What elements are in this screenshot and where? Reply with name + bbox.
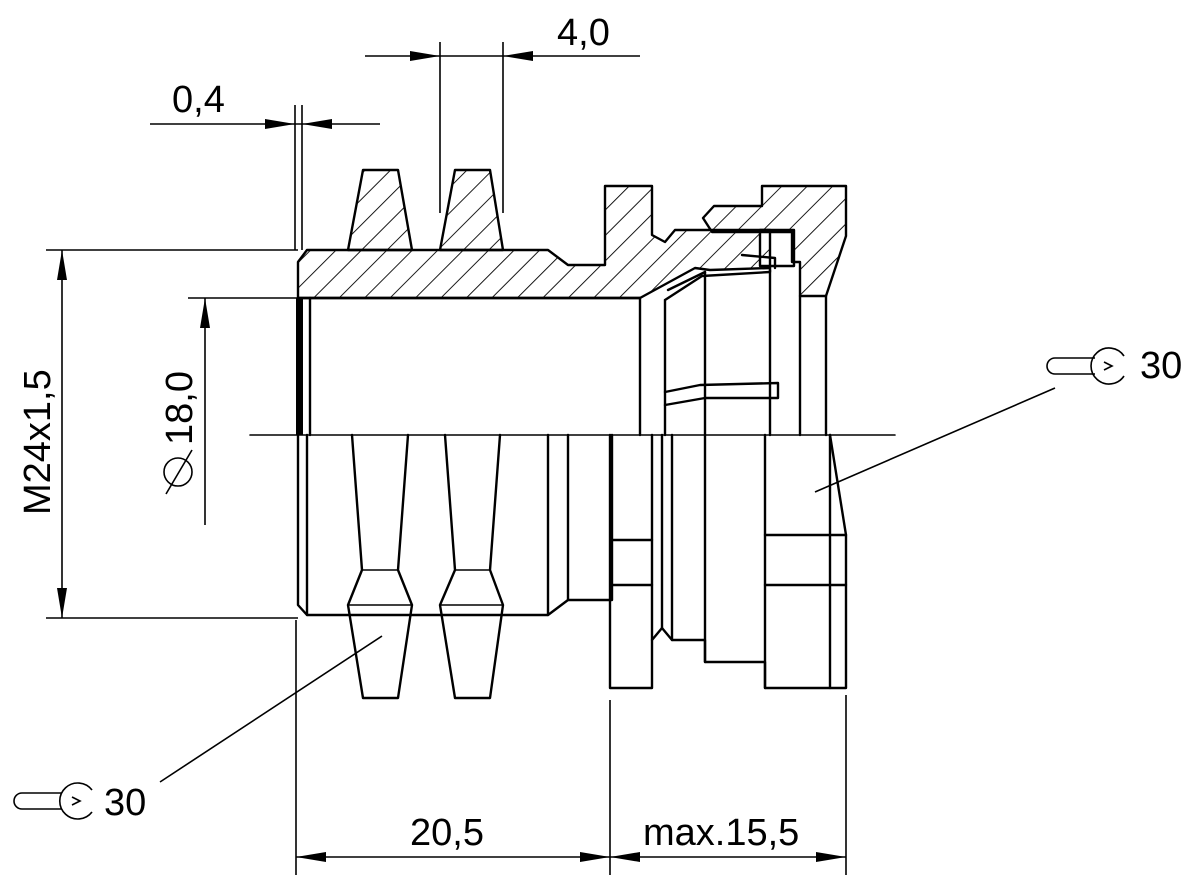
label-thread: M24x1,5 — [17, 369, 59, 515]
seal-ring-2-section — [438, 168, 505, 252]
clamp-jaw — [758, 228, 796, 268]
leader-line-right — [814, 387, 1056, 493]
arrow-length-right — [580, 852, 610, 862]
bore-chamfer — [296, 298, 303, 435]
diameter-symbol — [163, 449, 193, 495]
dimension-gap: 0,4 — [150, 79, 380, 250]
label-gap: 0,4 — [172, 79, 225, 121]
insert-top-rail — [666, 253, 777, 292]
nut-section — [701, 184, 848, 298]
arrow-max-left — [610, 852, 640, 862]
label-length: 20,5 — [410, 812, 484, 854]
wrench-icon — [1046, 347, 1125, 385]
arrow-gap-right — [302, 119, 332, 129]
flange-view — [608, 433, 848, 690]
wrench-size-right: 30 — [1140, 345, 1182, 387]
leader-line-left — [159, 635, 383, 783]
wrench-callout-left: 30 — [13, 635, 383, 824]
arrow-thread-top — [57, 250, 67, 280]
dimension-max-length: max.15,5 — [610, 695, 847, 875]
wrench-callout-right: 30 — [814, 345, 1182, 493]
view-lower-half — [296, 433, 848, 700]
seal-ring-2-view — [438, 433, 505, 700]
arrow-max-right — [816, 852, 846, 862]
body-outline-lower — [296, 433, 614, 617]
dimension-pitch: 4,0 — [365, 12, 640, 213]
arrow-length-left — [296, 852, 326, 862]
wrench-icon — [13, 782, 93, 820]
insert-finger — [663, 381, 780, 407]
seal-ring-1-view — [346, 433, 414, 700]
section-upper-half — [296, 168, 848, 437]
arrow-thread-bottom — [57, 588, 67, 618]
wrench-size-left: 30 — [104, 782, 146, 824]
label-pitch: 4,0 — [557, 12, 610, 54]
arrow-pitch-right — [503, 51, 533, 61]
arrow-pitch-left — [410, 51, 440, 61]
insert-sleeve — [703, 268, 828, 437]
label-bore: 18,0 — [159, 371, 201, 445]
label-max-length: max.15,5 — [643, 812, 799, 854]
dimension-bore: 18,0 — [159, 297, 298, 525]
body-wall-section — [296, 184, 772, 300]
seal-ring-1-section — [346, 168, 414, 252]
arrow-gap-left — [265, 119, 295, 129]
arrow-bore-top — [200, 298, 210, 328]
dimension-length: 20,5 — [295, 620, 611, 875]
dimension-thread: M24x1,5 — [17, 249, 298, 619]
